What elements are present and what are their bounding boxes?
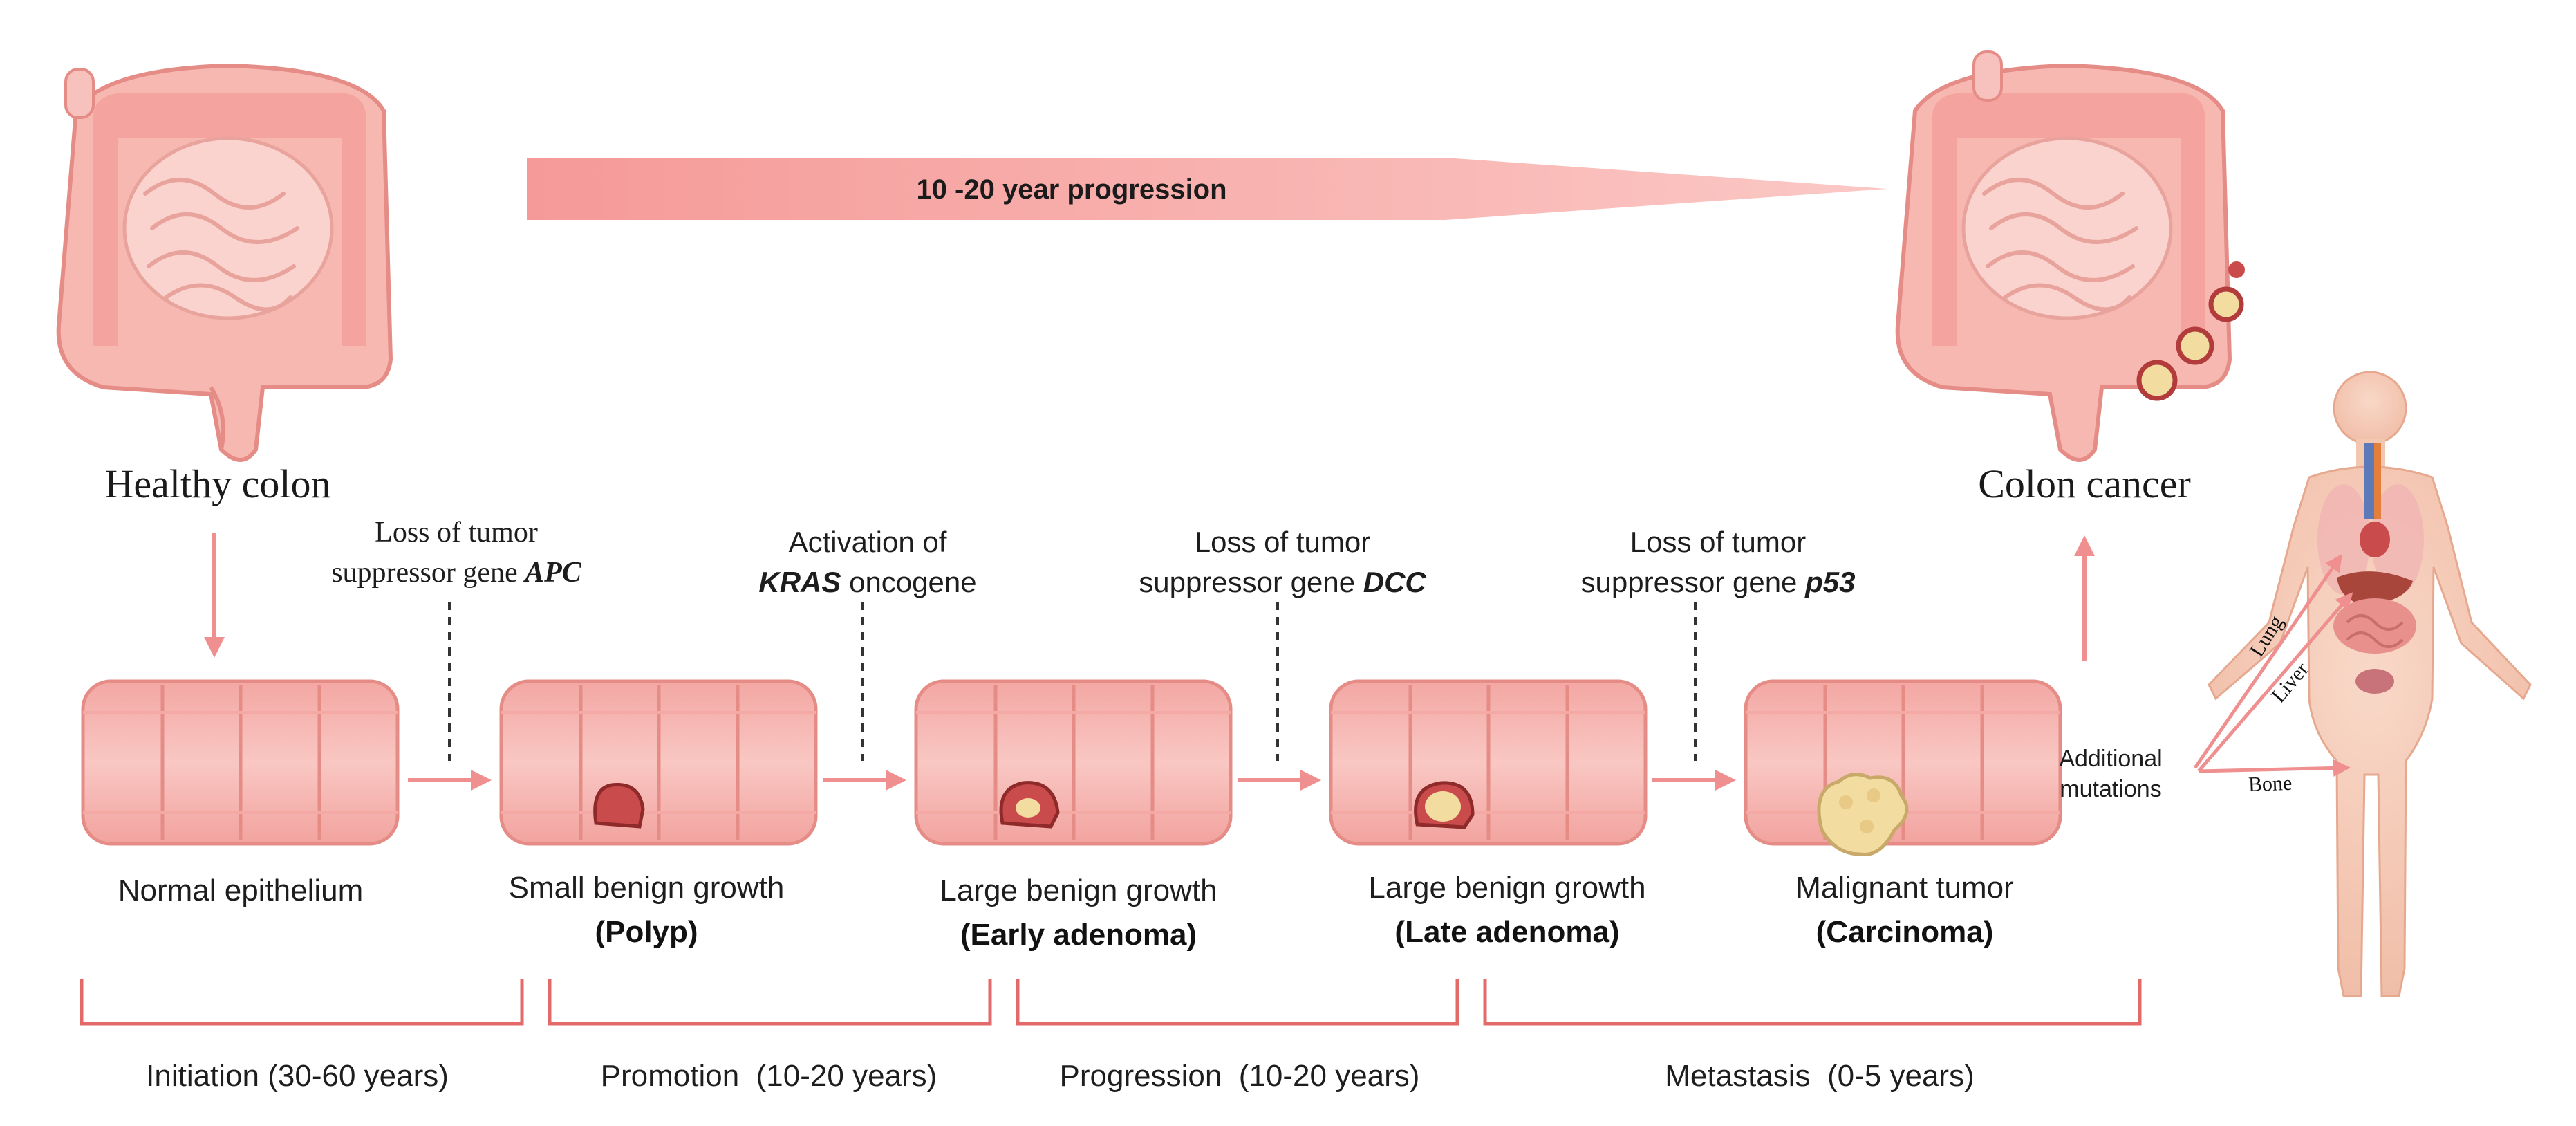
mutation-line2-post: oncogene [841,565,977,598]
stage-sub-polyp: (Polyp) [595,915,698,949]
tissue-carcinoma [1744,679,2062,857]
phase-bracket-progression [1016,979,1459,1026]
phase-bracket-promotion [548,979,992,1026]
phase-bracket-metastasis [1483,979,2142,1026]
mutation-line2-pre: suppressor gene [1139,565,1363,598]
additional-mutations-label: Additional mutations [2059,744,2162,804]
gene-name: KRAS [758,565,841,598]
phase-bracket-initiation [80,979,524,1026]
mutation-label-apc: Loss of tumor suppressor gene APC [331,513,581,593]
colon-cancer-label: Colon cancer [1978,461,2191,506]
phase-label-initiation: Initiation (30-60 years) [146,1059,449,1093]
stage-label-normal: Normal epithelium [118,874,364,907]
healthy-colon-illustration [56,63,393,462]
tissue-normal [81,679,400,846]
mutation-label-dcc: Loss of tumor suppressor gene DCC [1139,522,1426,602]
mutation-line1: Loss of tumor [375,517,538,548]
mutation-label-kras: Activation of KRAS oncogene [758,522,976,602]
additional-line1: Additional [2059,746,2163,772]
stage-sub-late-adenoma: (Late adenoma) [1394,915,1620,949]
healthy-colon-label: Healthy colon [104,461,331,506]
tissue-early-adenoma [914,679,1233,846]
mutation-line1: Loss of tumor [1630,526,1807,558]
lung-arrow [2193,553,2342,769]
stage-label-carcinoma: Malignant tumor [1795,871,2014,905]
stage-label-late-adenoma: Large benign growth [1368,871,1646,905]
stage-label-early-adenoma: Large benign growth [940,874,1217,907]
phase-label-metastasis: Metastasis (0-5 years) [1665,1059,1975,1093]
organ-label-bone: Bone [2248,771,2293,796]
liver-arrow [2197,592,2353,773]
mutation-line2-pre: suppressor gene [331,556,525,589]
gene-name: APC [525,556,581,589]
bone-arrow [2198,759,2351,777]
colon-cancer-illustration [1895,50,2245,462]
phase-label-promotion: Promotion (10-20 years) [600,1059,937,1093]
mutation-line1: Activation of [788,526,947,558]
mutation-label-p53: Loss of tumor suppressor gene p53 [1581,522,1856,602]
progression-arrow [527,158,1887,220]
phase-label-progression: Progression (10-20 years) [1059,1059,1420,1093]
gene-name: DCC [1363,565,1426,598]
mutation-line1: Loss of tumor [1194,526,1371,558]
stage-sub-carcinoma: (Carcinoma) [1816,915,1994,949]
stage-sub-early-adenoma: (Early adenoma) [960,918,1197,952]
gene-name: p53 [1805,565,1856,598]
tissue-late-adenoma [1329,679,1648,846]
human-body-illustration [2208,371,2532,997]
tissue-polyp [499,679,818,846]
additional-line2: mutations [2060,776,2162,803]
mutation-line2-pre: suppressor gene [1580,565,1806,598]
stage-label-polyp: Small benign growth [508,871,785,905]
progression-label: 10 -20 year progression [916,174,1227,205]
